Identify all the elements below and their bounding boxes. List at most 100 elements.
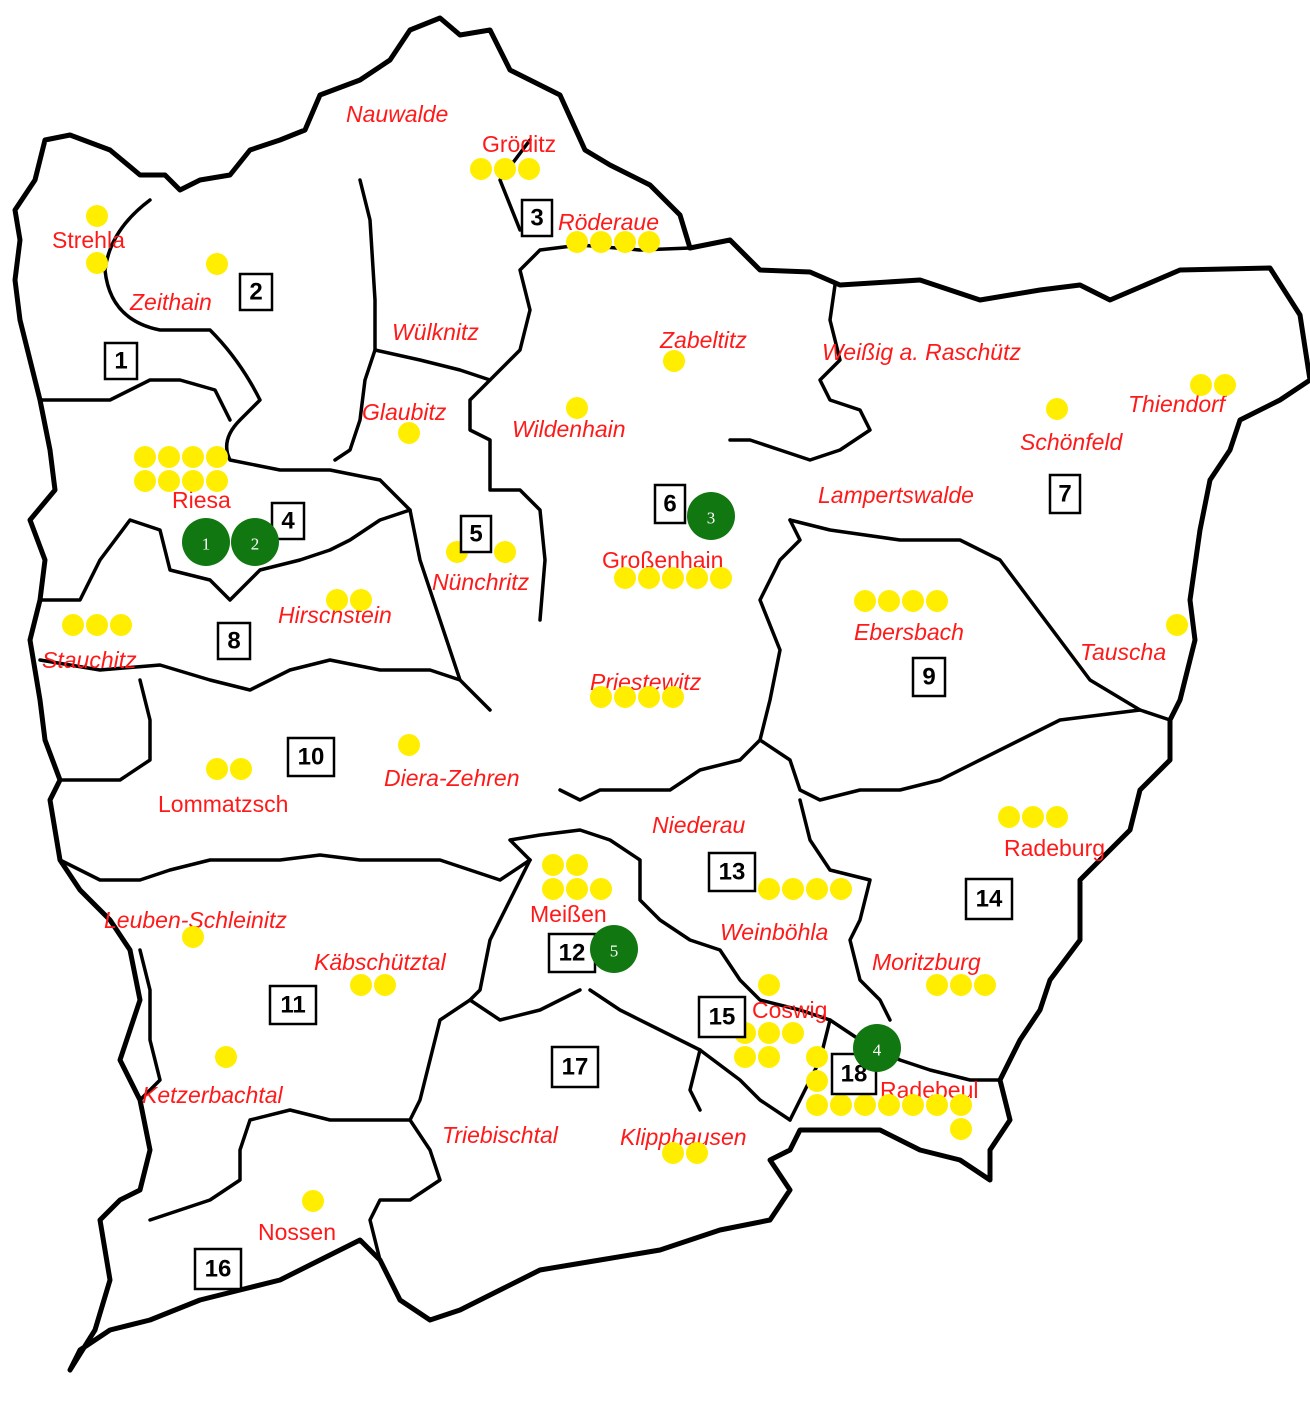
svg-text:11: 11 [280,992,305,1019]
svg-text:4: 4 [873,1041,882,1060]
town-label: Weißig a. Raschütz [822,339,1021,365]
svg-text:12: 12 [559,940,586,967]
yellow-dot [758,1046,780,1068]
svg-text:5: 5 [610,942,619,961]
svg-text:1: 1 [114,348,127,375]
town-label: Stauchitz [42,647,137,673]
yellow-dot [566,397,588,419]
yellow-dot [806,1046,828,1068]
town-label: Röderaue [558,209,659,235]
yellow-dot [1214,374,1236,396]
svg-text:2: 2 [249,279,262,306]
town-label: Ebersbach [854,619,964,645]
yellow-dot [662,1142,684,1164]
yellow-dot [878,590,900,612]
yellow-dot [182,446,204,468]
yellow-dot [590,686,612,708]
yellow-dot [662,686,684,708]
yellow-dot [230,758,252,780]
region-number-box: 8 [216,621,252,661]
yellow-dot [470,158,492,180]
yellow-dot [86,614,108,636]
yellow-dot [494,541,516,563]
region-number-box: 11 [268,984,318,1026]
yellow-dot [215,1046,237,1068]
yellow-dot [326,589,348,611]
region-number-box: 14 [964,877,1014,921]
town-label: Radeburg [1004,835,1105,861]
town-label: Riesa [172,487,231,513]
yellow-dot [830,1094,852,1116]
region-number-box: 7 [1048,473,1082,515]
yellow-dot [566,231,588,253]
yellow-dot [182,470,204,492]
yellow-dot [206,446,228,468]
region-number-box: 16 [193,1247,243,1291]
yellow-dot [86,205,108,227]
region-number-box: 10 [286,736,336,778]
yellow-dot [590,231,612,253]
yellow-dot [614,231,636,253]
yellow-dot [398,734,420,756]
yellow-dot [614,567,636,589]
yellow-dot [374,974,396,996]
yellow-dot [158,470,180,492]
district-outer-border [12,15,1310,1373]
town-label: Wildenhain [512,416,626,442]
town-label: Klipphausen [620,1124,747,1150]
yellow-dot [614,686,636,708]
yellow-dot [134,446,156,468]
region-number-box: 12 [547,932,597,974]
yellow-dot [1022,806,1044,828]
town-label: Thiendorf [1128,391,1228,417]
town-label: Lommatzsch [158,791,288,817]
town-label: Nünchritz [432,569,530,595]
svg-text:4: 4 [281,508,295,535]
svg-text:7: 7 [1058,481,1071,508]
yellow-dot [854,590,876,612]
region-number-box: 2 [238,272,274,312]
green-marker: 3 [687,492,735,540]
svg-text:9: 9 [922,664,935,691]
yellow-dot [998,806,1020,828]
yellow-dots [62,158,1236,1212]
yellow-dot [638,231,660,253]
svg-text:13: 13 [719,859,746,886]
svg-text:3: 3 [707,509,716,528]
region-number-box: 13 [707,851,757,893]
yellow-dot [542,878,564,900]
yellow-dot [974,974,996,996]
yellow-dot [302,1190,324,1212]
yellow-dot [1166,614,1188,636]
yellow-dot [734,1046,756,1068]
region-number-box: 3 [520,198,554,238]
yellow-dot [638,686,660,708]
yellow-dot [518,158,540,180]
town-label: Schönfeld [1020,429,1124,455]
svg-text:2: 2 [251,535,260,554]
town-label: Triebischtal [442,1122,559,1148]
svg-text:16: 16 [205,1256,232,1283]
yellow-dot [926,1094,948,1116]
svg-text:10: 10 [298,744,325,771]
region-number-box: 15 [697,995,747,1039]
town-label: Nauwalde [346,101,448,127]
yellow-dot [350,589,372,611]
yellow-dot [878,1094,900,1116]
yellow-dot [158,446,180,468]
yellow-dot [62,614,84,636]
svg-text:14: 14 [976,886,1003,913]
yellow-dot [758,974,780,996]
yellow-dot [758,878,780,900]
yellow-dot [830,878,852,900]
green-marker: 1 [182,518,230,566]
green-markers: 1 2 3 4 5 [182,492,901,1072]
town-label: Niederau [652,812,746,838]
region-number-box: 5 [459,514,493,554]
region-number-box: 4 [270,501,306,541]
yellow-dot [86,252,108,274]
town-label: Diera-Zehren [384,765,520,791]
yellow-dot [926,590,948,612]
yellow-dot [806,878,828,900]
